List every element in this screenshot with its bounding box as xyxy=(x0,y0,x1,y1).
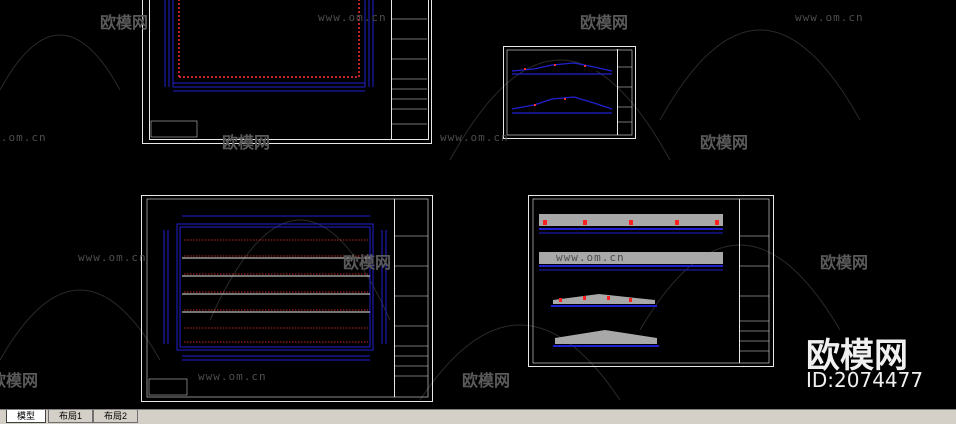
watermark-brand: 欧模网 xyxy=(222,133,271,152)
plan-drawing xyxy=(150,0,427,138)
watermark-brand: 欧模网 xyxy=(462,371,511,390)
title-block xyxy=(617,49,634,135)
watermark-brand: 欧模网 xyxy=(820,253,869,272)
watermark-site: www.om.cn xyxy=(0,131,47,144)
tab-layout2[interactable]: 布局2 xyxy=(93,410,139,423)
drawing-sheet-roof-plan[interactable] xyxy=(141,195,433,402)
brand-logo-text: 欧模网 xyxy=(806,336,908,376)
watermark-site: www.om.cn xyxy=(556,251,625,264)
cad-model-space[interactable]: 欧模网 欧模网 欧模网 欧模网 欧模网 欧模网 欧模网 欧模网 www.om.c… xyxy=(0,0,956,409)
watermark-arc-pattern xyxy=(0,29,861,401)
tab-model-label: 模型 xyxy=(17,411,36,421)
sheet-inner-frame xyxy=(149,0,429,140)
tab-layout1[interactable]: 布局1 xyxy=(48,410,94,423)
watermark-site: www.om.cn xyxy=(78,251,147,264)
watermark-site: www.om.cn xyxy=(318,11,387,24)
tab-layout1-label: 布局1 xyxy=(59,411,83,421)
tab-model[interactable]: 模型 xyxy=(6,410,47,423)
watermark-brand: 欧模网 xyxy=(343,253,392,272)
roof-plan-drawing xyxy=(146,198,429,398)
title-block xyxy=(394,199,429,397)
watermark-brand: 欧模网 xyxy=(100,13,149,32)
title-block xyxy=(739,199,770,363)
title-block xyxy=(391,0,428,139)
watermark-brand: 欧模网 xyxy=(580,13,629,32)
brand-id-text: ID:2074477 xyxy=(806,368,924,392)
watermark-brand: 欧模网 xyxy=(0,371,39,390)
elevation-drawing-small xyxy=(506,49,633,136)
elevations-drawing xyxy=(532,198,770,364)
tab-layout2-label: 布局2 xyxy=(104,411,128,421)
drawing-sheet-top-plan[interactable] xyxy=(142,0,432,144)
watermark-site: www.om.cn xyxy=(795,11,864,24)
watermark-site: www.om.cn xyxy=(198,370,267,383)
drawing-sheet-small-elevation[interactable] xyxy=(503,46,636,139)
drawing-sheet-elevations[interactable] xyxy=(528,195,774,367)
layout-tab-bar: 模型 布局1 布局2 xyxy=(0,409,956,424)
watermark-site: www.om.cn xyxy=(440,131,509,144)
watermark-brand: 欧模网 xyxy=(700,133,749,152)
